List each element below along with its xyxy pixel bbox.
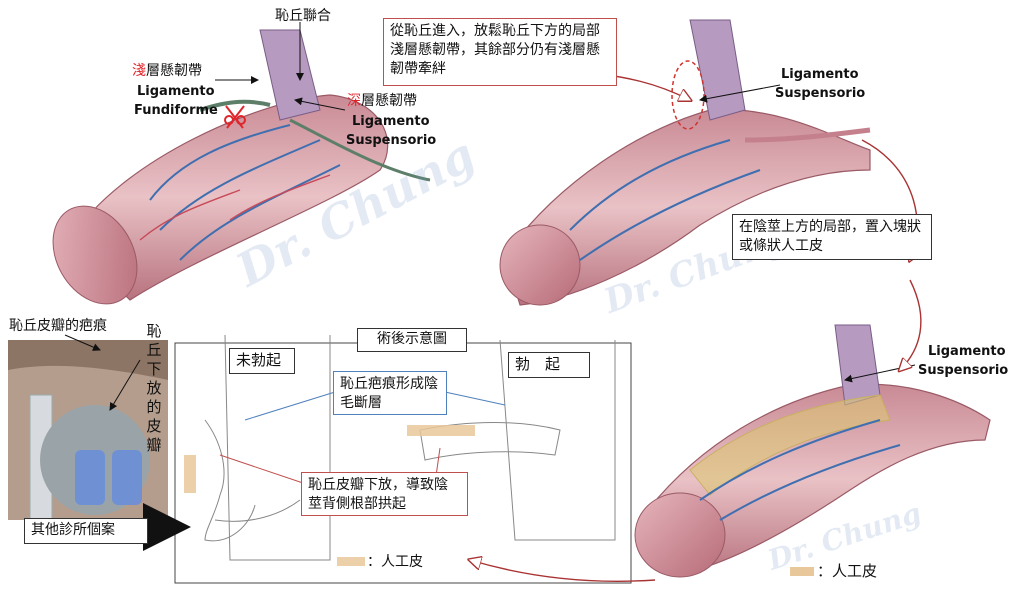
label-suspensory-c-line2: Suspensorio	[918, 363, 1009, 378]
label-fundiform-line2: Fundiforme	[134, 103, 218, 118]
label-suspensory-b-line2: Suspensorio	[775, 86, 866, 101]
label-superficial-prefix: 淺	[132, 63, 146, 79]
label-suspensory-a-line2: Suspensorio	[346, 133, 437, 148]
figure-1-ligament-release	[52, 29, 431, 305]
label-superficial-rest: 層懸韌帶	[146, 63, 202, 79]
label-flaccid: 未勃起	[229, 348, 295, 374]
figure-3-graft-placement	[634, 324, 991, 578]
photo-title: 恥丘皮瓣的疤痕	[9, 318, 107, 334]
label-pubic-symphysis: 恥丘聯合	[275, 8, 331, 24]
callout-step2: 在陰莖上方的局部，置入塊狀或條狀人工皮	[732, 214, 932, 260]
callout-lift: 恥丘皮瓣下放，導致陰莖背側根部拱起	[301, 472, 468, 516]
photo-vertical-label: 恥丘下放的皮瓣	[146, 322, 162, 454]
legend-graft-bottom: ：人工皮	[817, 562, 878, 580]
graft-swatch	[790, 567, 814, 576]
label-erect: 勃 起	[508, 352, 590, 378]
label-deep-prefix: 深	[347, 93, 361, 109]
callout-step1: 從恥丘進入，放鬆恥丘下方的局部淺層懸韌帶，其餘部分仍有淺層懸韌帶牽絆	[383, 18, 617, 86]
photo-caption: 其他診所個案	[24, 518, 148, 544]
label-suspensory-a-line1: Ligamento	[352, 114, 430, 129]
label-suspensory-c-line1: Ligamento	[928, 344, 1006, 359]
legend-graft-schematic: ：人工皮	[367, 554, 423, 570]
figure-2-ligament	[499, 19, 871, 306]
callout-scar: 恥丘疤痕形成陰毛斷層	[333, 371, 447, 415]
label-superficial-ligament: 淺層懸韌帶	[132, 63, 202, 80]
scissors-icon	[224, 105, 246, 129]
label-deep-rest: 層懸韌帶	[361, 93, 417, 109]
label-suspensory-b-line1: Ligamento	[781, 67, 859, 82]
clinical-photo	[8, 340, 168, 521]
label-fundiform-line1: Ligamento	[137, 84, 215, 99]
label-deep-ligament: 深層懸韌帶	[347, 93, 417, 110]
schematic-title: 術後示意圖	[357, 328, 467, 352]
